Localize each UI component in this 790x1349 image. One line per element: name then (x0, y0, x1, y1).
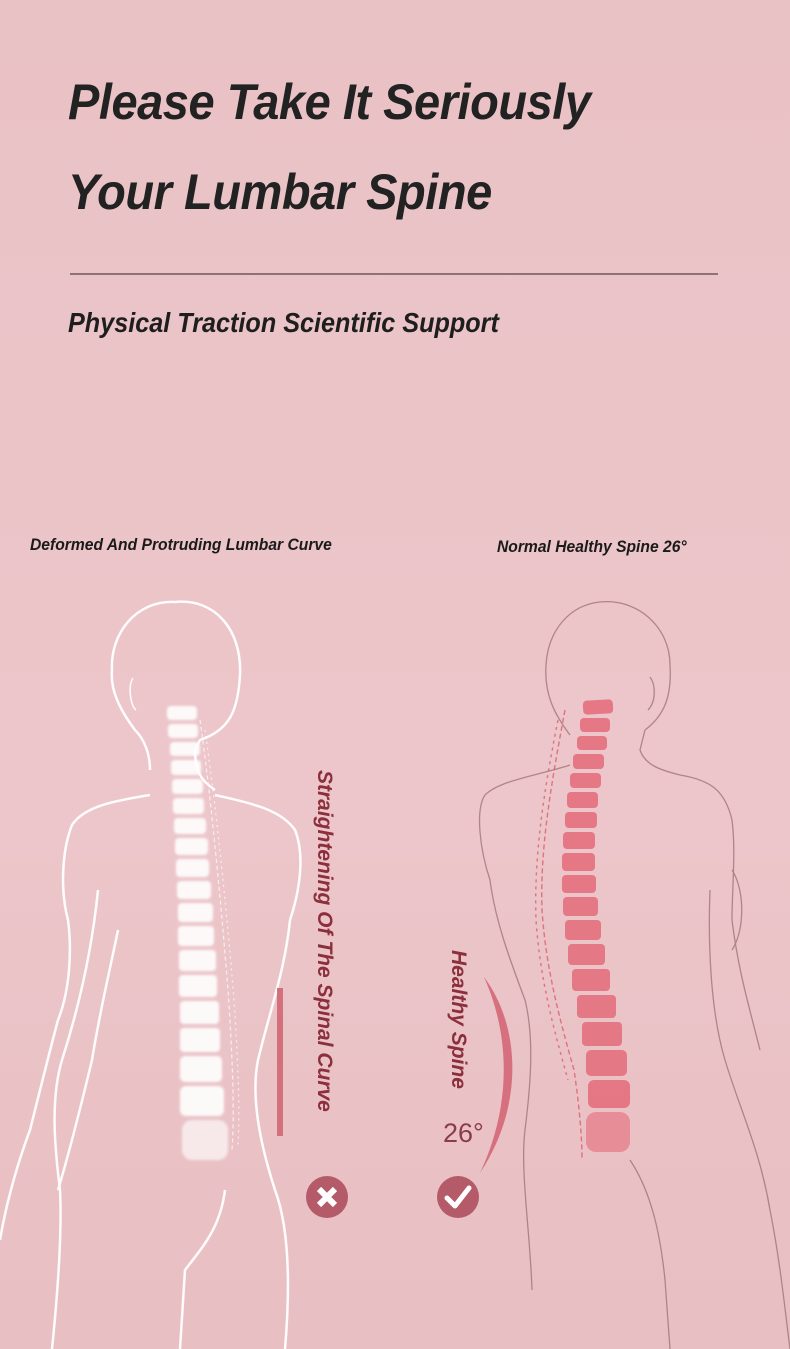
headline-line-2: Your Lumbar Spine (68, 164, 492, 220)
deformed-spine-figure (0, 600, 302, 1349)
healthy-spine-figure (478, 601, 790, 1349)
divider (70, 273, 718, 275)
straightening-label: Straightening Of The Spinal Curve (313, 770, 336, 1112)
healthy-spine-label: Healthy Spine (447, 950, 470, 1089)
headline-line-1: Please Take It Seriously (68, 74, 591, 130)
check-icon (444, 1185, 472, 1209)
x-badge (306, 1176, 348, 1218)
straight-spine-bar (277, 988, 283, 1136)
right-caption: Normal Healthy Spine 26° (497, 537, 687, 556)
left-caption: Deformed And Protruding Lumbar Curve (30, 535, 332, 554)
healthy-curve-arc (480, 977, 513, 1173)
angle-label: 26° (443, 1118, 484, 1148)
x-icon (316, 1186, 338, 1208)
subtitle: Physical Traction Scientific Support (68, 307, 499, 338)
check-badge (437, 1176, 479, 1218)
